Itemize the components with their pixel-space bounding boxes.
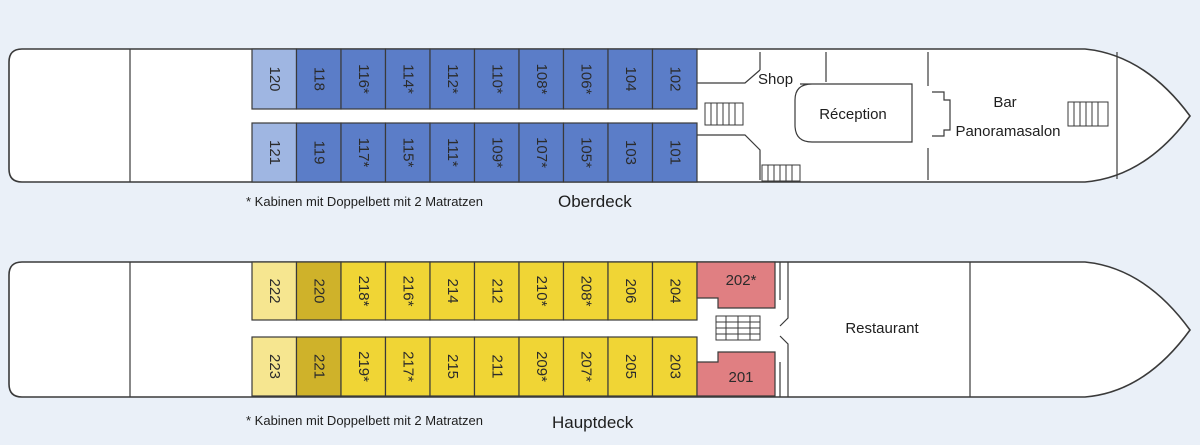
cabin-105-label: 105*	[577, 137, 594, 168]
cabin-204-label: 204	[666, 278, 683, 303]
cabin-107-label: 107*	[533, 137, 550, 168]
hauptdeck-top-cabins: 222 220 218* 216* 214 212 210* 208* 206 204	[251, 261, 698, 321]
restaurant-label: Restaurant	[845, 320, 919, 337]
cabin-106-box	[562, 48, 609, 110]
cabin-216-label: 216*	[399, 276, 416, 307]
cabin-212-label: 212	[488, 278, 505, 303]
bar-label: Bar	[993, 94, 1016, 111]
cabin-101-label: 101	[666, 140, 683, 165]
cabin-205-box	[607, 336, 654, 397]
cabin-105-box	[562, 122, 609, 183]
cabin-107-box	[518, 122, 565, 183]
cabin-106-label: 106*	[577, 64, 594, 95]
cabin-109-box	[473, 122, 520, 183]
oberdeck-stairs-1	[704, 102, 744, 126]
oberdeck-bottom-cabins: 121 119 117* 115* 111* 109* 107* 105* 103 101	[251, 122, 698, 183]
suite-201-label: 201	[728, 369, 753, 386]
cabin-215-label: 215	[444, 354, 461, 379]
cabin-206-box	[607, 261, 654, 321]
cabin-114-label: 114*	[399, 64, 416, 94]
cabin-220-box	[295, 261, 342, 321]
cabin-102-label: 102	[666, 66, 683, 91]
cabin-208-label: 208*	[577, 276, 594, 307]
cabin-114-box	[384, 48, 431, 110]
cabin-217-box	[384, 336, 431, 397]
oberdeck-stairs-2	[761, 164, 801, 182]
cabin-219-box	[340, 336, 387, 397]
cabin-110-label: 110*	[488, 64, 505, 94]
cabin-108-box	[518, 48, 565, 110]
oberdeck-top-cabins: 120 118 116* 114* 112* 110* 108* 106* 104 102	[251, 48, 698, 110]
cabin-120-label: 120	[266, 66, 283, 91]
cabin-208-box	[562, 261, 609, 321]
oberdeck-title: Oberdeck	[558, 192, 632, 211]
cabin-120-box	[251, 48, 298, 110]
cabin-121-box	[251, 122, 298, 183]
cabin-217-label: 217*	[399, 351, 416, 382]
cabin-103-box	[607, 122, 654, 183]
cabin-209-box	[518, 336, 565, 397]
cabin-218-box	[340, 261, 387, 321]
cabin-117-label: 117*	[355, 138, 372, 168]
cabin-209-label: 209*	[533, 351, 550, 382]
cabin-220-label: 220	[310, 278, 327, 303]
hauptdeck-stairs	[715, 315, 761, 341]
cabin-219-label: 219*	[355, 351, 372, 382]
cabin-112-label: 112*	[444, 64, 461, 94]
cabin-221-label: 221	[310, 354, 327, 379]
cabin-115-label: 115*	[399, 138, 416, 168]
suite-202-label: 202*	[726, 272, 757, 289]
hauptdeck-title: Hauptdeck	[552, 413, 634, 432]
reception-label: Réception	[819, 106, 887, 123]
cabin-112-box	[429, 48, 476, 110]
cabin-118-label: 118	[310, 67, 327, 91]
cabin-119-box	[295, 122, 342, 183]
cabin-103-label: 103	[622, 140, 639, 165]
oberdeck: 120 118 116* 114* 112* 110* 108* 106* 104 102 121…	[8, 48, 1191, 211]
cabin-204-box	[651, 261, 698, 321]
cabin-203-label: 203	[666, 354, 683, 379]
cabin-211-label: 211	[488, 355, 505, 379]
cabin-119-label: 119	[310, 141, 327, 165]
cabin-206-label: 206	[622, 278, 639, 303]
cabin-116-label: 116*	[355, 64, 372, 94]
cabin-104-label: 104	[622, 66, 639, 91]
cabin-211-box	[473, 336, 520, 397]
hauptdeck-note: * Kabinen mit Doppelbett mit 2 Matratzen	[246, 413, 483, 428]
cabin-104-box	[607, 48, 654, 110]
cabin-111-label: 111*	[444, 138, 461, 167]
cabin-121-label: 121	[266, 140, 283, 165]
cabin-210-box	[518, 261, 565, 321]
cabin-222-label: 222	[266, 278, 283, 303]
suite-201-cabin	[696, 351, 776, 397]
cabin-205-label: 205	[622, 354, 639, 379]
cabin-223-label: 223	[266, 354, 283, 379]
cabin-218-label: 218*	[355, 276, 372, 307]
cabin-101-box	[651, 122, 698, 183]
cabin-102-box	[651, 48, 698, 110]
cabin-108-label: 108*	[533, 64, 550, 95]
cabin-210-label: 210*	[533, 276, 550, 307]
cabin-214-box	[429, 261, 476, 321]
suite-202-cabin	[696, 261, 776, 309]
cabin-214-label: 214	[444, 278, 461, 303]
cabin-215-box	[429, 336, 476, 397]
cabin-110-box	[473, 48, 520, 110]
oberdeck-note: * Kabinen mit Doppelbett mit 2 Matratzen	[246, 194, 483, 209]
cabin-216-box	[384, 261, 431, 321]
hauptdeck-bottom-cabins: 223 221 219* 217* 215 211 209* 207* 205 203	[251, 336, 698, 397]
cabin-221-box	[295, 336, 342, 397]
cabin-116-box	[340, 48, 387, 110]
panoramasalon-label: Panoramasalon	[955, 123, 1060, 140]
shop-label: Shop	[758, 71, 793, 88]
cabin-207-label: 207*	[577, 351, 594, 382]
cabin-203-box	[651, 336, 698, 397]
cabin-223-box	[251, 336, 298, 397]
cabin-115-box	[384, 122, 431, 183]
cabin-109-label: 109*	[488, 137, 505, 168]
reception-room	[794, 83, 913, 143]
oberdeck-stairs-3	[1067, 101, 1109, 127]
